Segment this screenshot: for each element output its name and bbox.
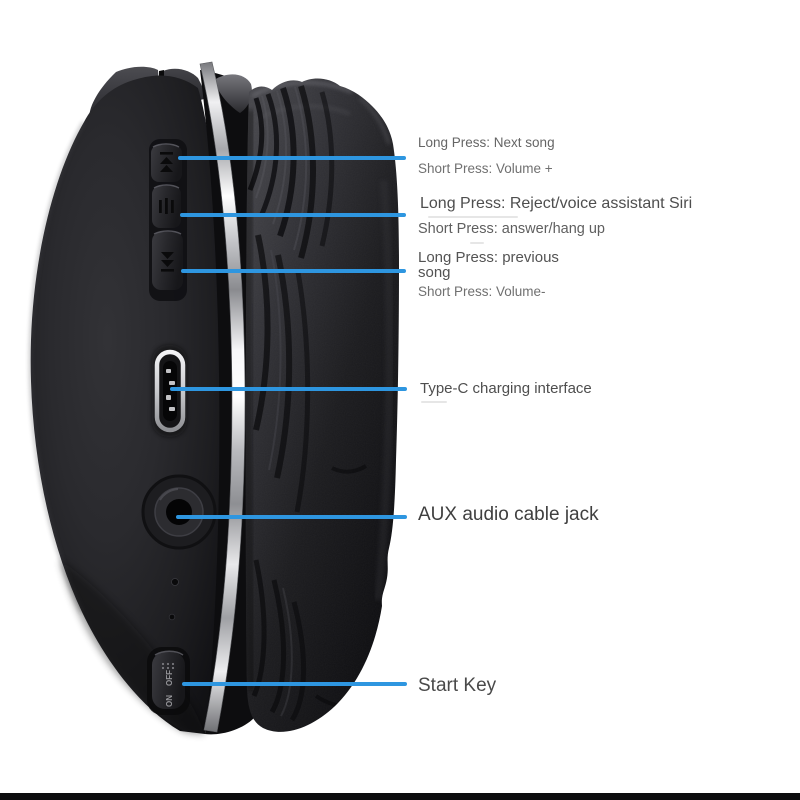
led-pinhole bbox=[168, 613, 176, 621]
label-long-press-next-song: Long Press: Next song bbox=[418, 135, 555, 150]
type-c-port bbox=[152, 345, 187, 437]
callout-line-start-key bbox=[182, 682, 407, 686]
label-type-c-interface: Type-C charging interface bbox=[420, 380, 592, 397]
volume-down-previous-button bbox=[152, 230, 183, 290]
ear-cup-inner-shell bbox=[200, 70, 254, 735]
image-bottom-border bbox=[0, 793, 800, 800]
next-track-icon bbox=[160, 152, 173, 172]
switch-grip-dots bbox=[161, 662, 175, 670]
label-long-press-previous-song: Long Press: previous song bbox=[418, 249, 559, 281]
power-switch-off-label: OFF bbox=[165, 670, 174, 686]
label-long-press-reject-siri: Long Press: Reject/voice assistant Siri bbox=[420, 195, 693, 212]
callout-line-aux bbox=[176, 515, 407, 519]
multifunction-button bbox=[152, 184, 181, 228]
mic-pinhole bbox=[171, 578, 179, 586]
ghost-text-artifact bbox=[470, 242, 484, 244]
cushion-wrinkles bbox=[245, 81, 394, 722]
ghost-text-artifact bbox=[428, 216, 518, 218]
ear-cushion bbox=[245, 78, 399, 732]
label-short-press-volume-up: Short Press: Volume + bbox=[418, 161, 553, 176]
label-short-press-answer-hangup: Short Press: answer/hang up bbox=[418, 221, 605, 237]
callout-line-type-c bbox=[170, 387, 407, 391]
chrome-trim bbox=[199, 61, 246, 733]
callout-line-next-song bbox=[178, 156, 406, 160]
power-switch-on-label: ON bbox=[165, 695, 174, 707]
previous-track-icon bbox=[161, 252, 174, 272]
callout-line-multifunction bbox=[180, 213, 406, 217]
label-aux-jack: AUX audio cable jack bbox=[418, 504, 599, 525]
multifunction-icon bbox=[159, 198, 174, 214]
callout-line-previous-song bbox=[181, 269, 406, 273]
power-switch: OFF ON bbox=[147, 647, 190, 715]
label-start-key: Start Key bbox=[418, 675, 497, 696]
ghost-text-artifact bbox=[421, 401, 447, 403]
ear-cup-inner-rim bbox=[214, 74, 252, 113]
label-short-press-volume-down: Short Press: Volume- bbox=[418, 284, 546, 299]
aux-jack bbox=[141, 474, 217, 550]
ear-cup-body bbox=[29, 75, 222, 734]
